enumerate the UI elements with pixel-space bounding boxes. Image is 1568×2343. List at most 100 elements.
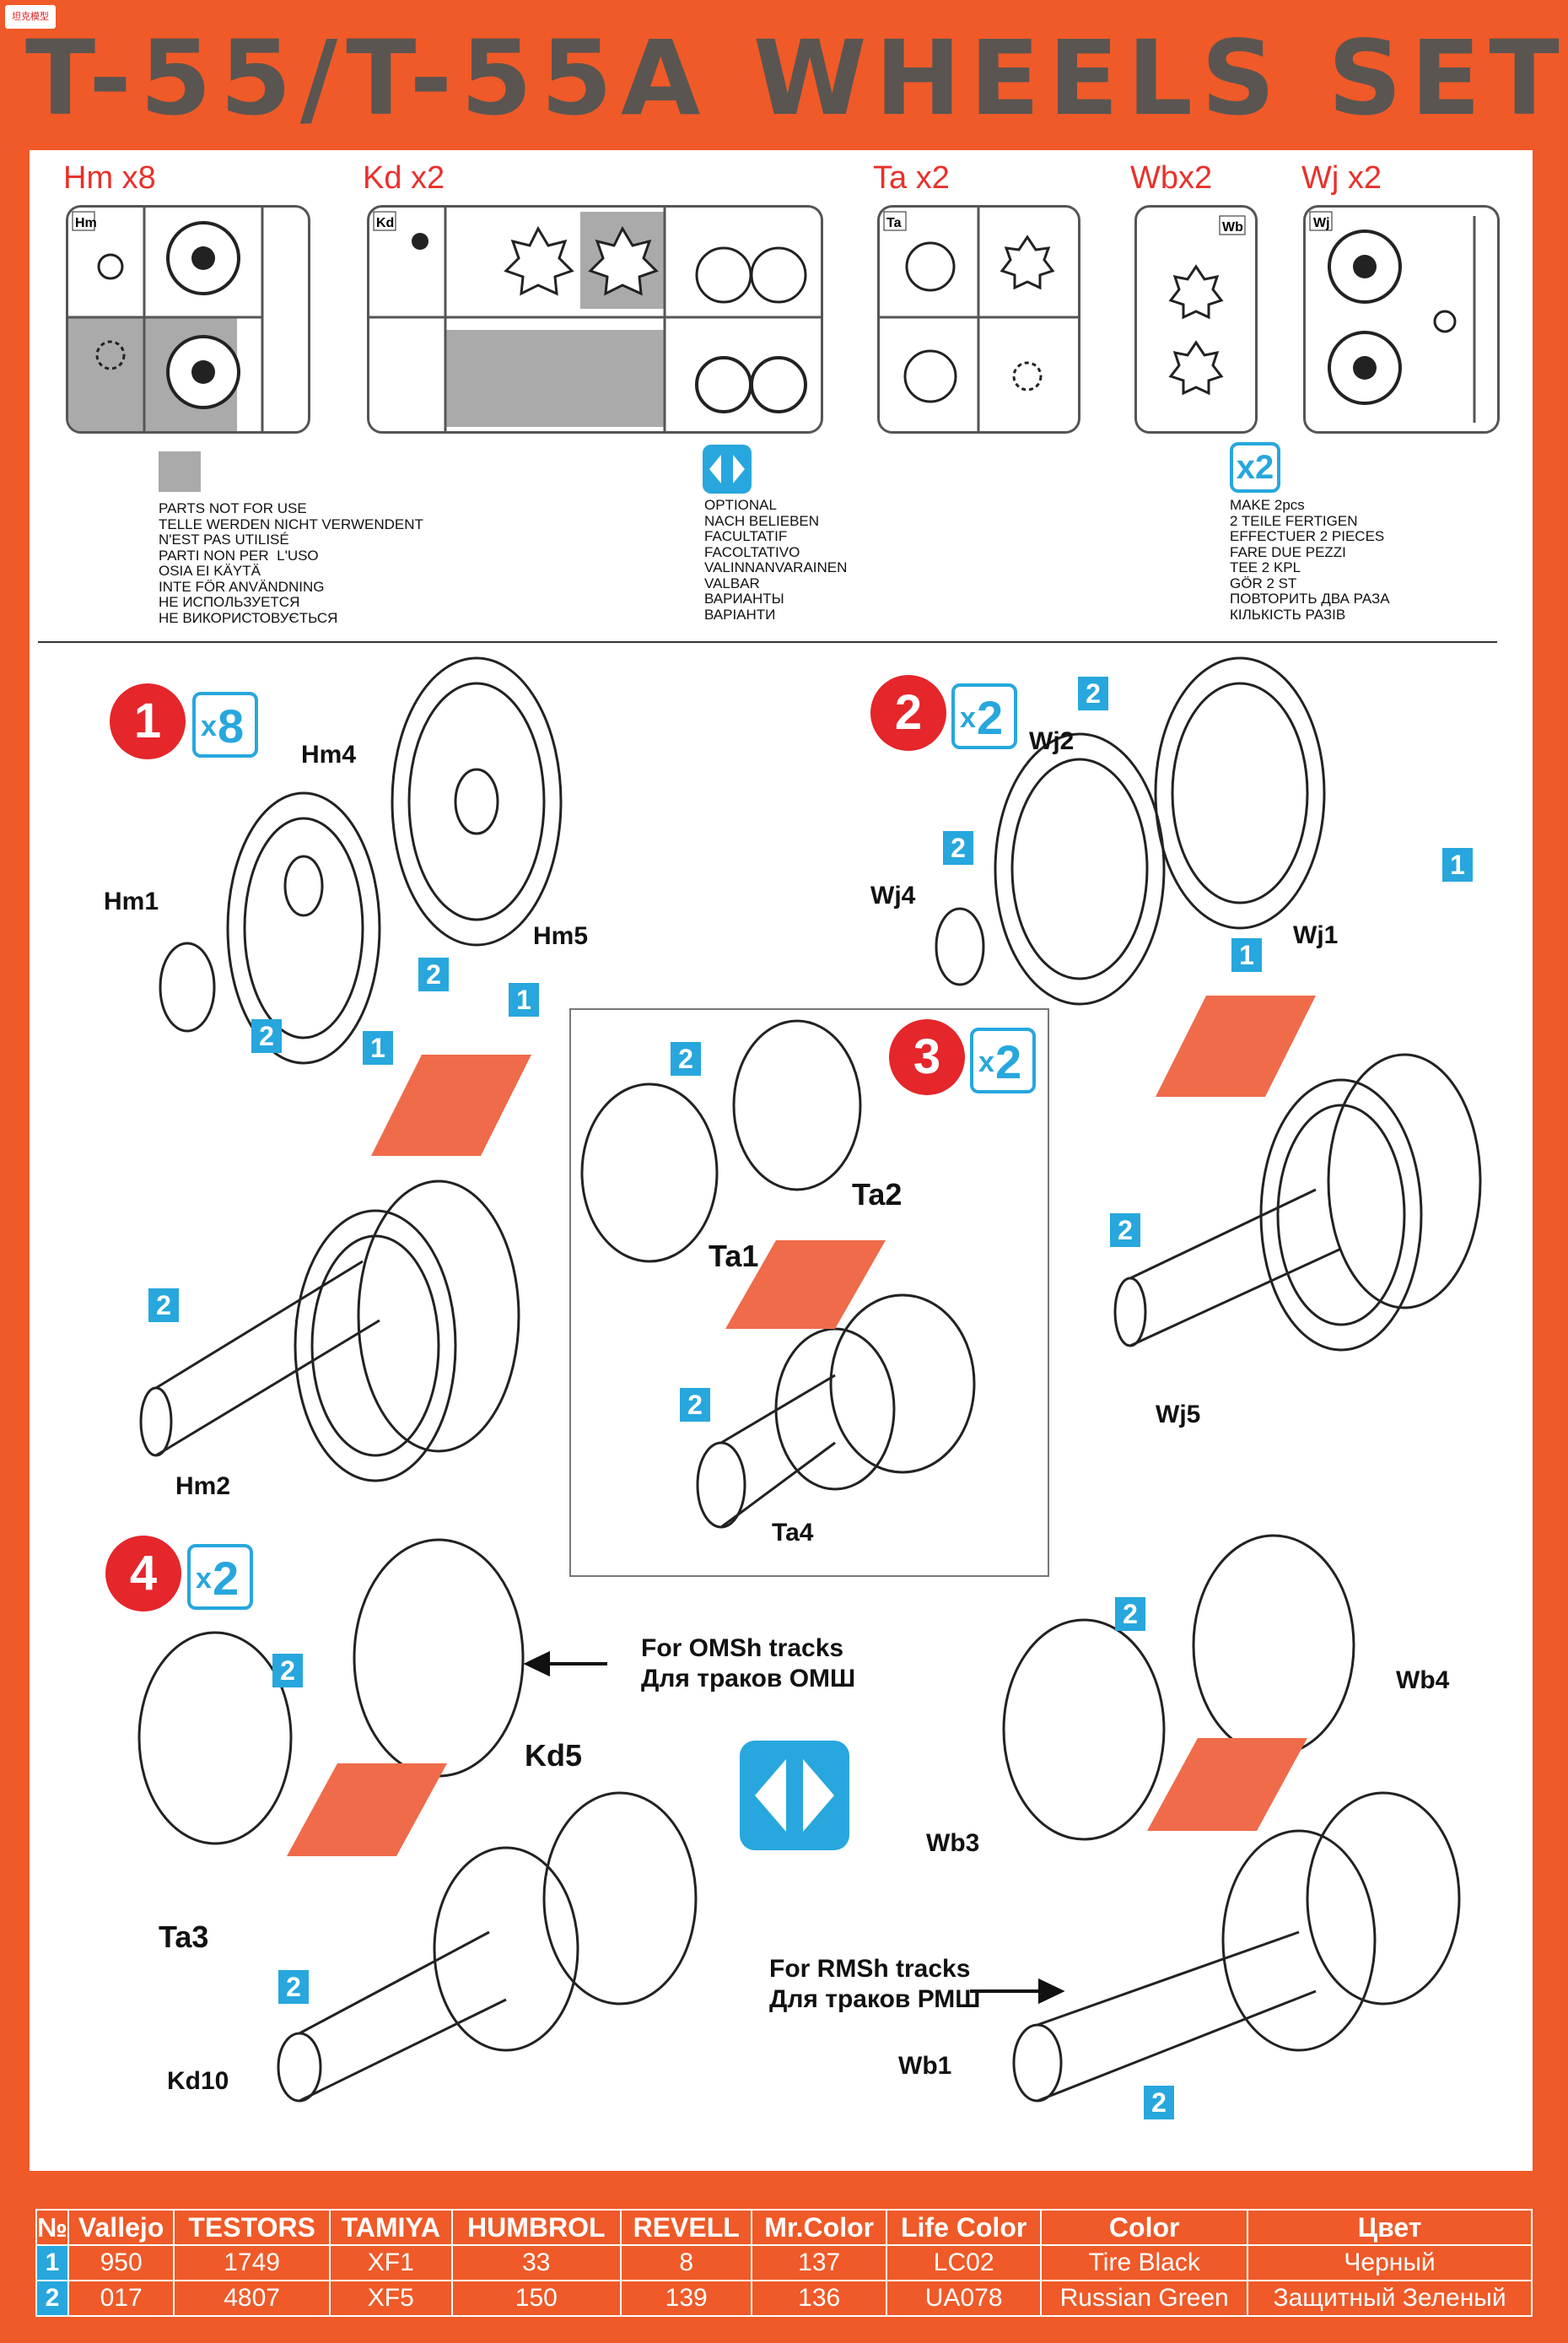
note-omsh-tracks: For OMSh tracks Для траков ОМШ [641,1634,856,1692]
step-3-number: 3 [889,1019,965,1095]
step-4-number: 4 [105,1536,181,1611]
row-1-testors: 1749 [173,2244,331,2281]
header-testors: TESTORS [173,2209,331,2246]
sprue-label-ta: Ta x2 [873,160,950,196]
callout-color-2: 2 [148,1288,179,1322]
note-rmsh-tracks: For RMSh tracks Для траков РМШ [769,1955,981,2013]
optional-text: OPTIONAL NACH BELIEBEN FACULTATIF FACOLT… [704,497,848,623]
row-2-no: 2 [35,2280,69,2317]
label-ta4: Ta4 [772,1519,814,1547]
sprue-hm: Hm [66,205,310,434]
row-1-no: 1 [35,2244,69,2281]
callout-color-1: 1 [509,983,539,1017]
sprue-label-wb: Wbx2 [1130,160,1213,196]
row-2-revell: 139 [620,2280,753,2317]
label-wj5: Wj5 [1156,1401,1201,1428]
callout-color-2: 2 [1078,677,1108,710]
row-2-tamiya: XF5 [329,2280,453,2317]
track-pointer-arrows [523,1650,1065,2005]
make-two-text: MAKE 2pcs 2 TEILE FERTIGEN EFFECTUER 2 P… [1230,497,1390,623]
sprue-hm-drawing: Hm [68,208,264,431]
sprue-kd: Kd [367,205,823,434]
row-2-testors: 4807 [173,2280,331,2317]
step-4-sprockets [137,1534,1461,2103]
callout-color-2: 2 [418,958,449,991]
step-3-mult-n: 2 [995,1035,1022,1088]
section-divider [38,641,1497,643]
table-row: 1 950 1749 XF1 33 8 137 LC02 Tire Black … [35,2244,1533,2281]
row-1-revell: 8 [620,2244,753,2281]
step-2-mult-n: 2 [977,691,1004,744]
label-wj4: Wj4 [870,882,916,910]
assembly-drawings [137,656,1482,2103]
header-no: № [35,2209,69,2246]
label-wb3: Wb3 [926,1829,980,1857]
callout-color-2: 2 [1110,1213,1140,1247]
not-for-use-text: PARTS NOT FOR USE TELLE WERDEN NICHT VER… [159,500,423,626]
row-1-lifecolor: LC02 [885,2244,1043,2281]
step-1-number: 1 [110,683,186,759]
row-2-lifecolor: UA078 [885,2280,1043,2317]
sprue-label-hm: Hm x8 [63,160,156,196]
label-hm5: Hm5 [533,922,589,950]
sprue-label-kd: Kd x2 [363,160,445,196]
sprue-ta-drawing: Ta [880,208,1078,431]
callout-color-1: 1 [1442,848,1473,882]
header-lifecolor: Life Color [885,2209,1043,2246]
step-2-wheels [935,656,1482,1352]
step-1-wheels [139,656,563,1482]
header-humbrol: HUMBROL [450,2209,622,2246]
callout-color-2: 2 [278,1970,309,2004]
sprue-wj-drawing: Wj [1309,211,1476,423]
step-3-frame [569,1008,1049,1577]
row-1-humbrol: 33 [450,2244,622,2281]
site-logo: 坦克模型 [5,5,56,29]
step-4-mult-n: 2 [213,1552,240,1605]
label-ta2: Ta2 [852,1177,903,1212]
label-ta3: Ta3 [159,1919,209,1954]
callout-color-2: 2 [251,1019,282,1053]
sprue-wb: Wb [1134,205,1258,434]
label-ta1: Ta1 [709,1239,759,1273]
assembly-arrows [287,996,1316,1856]
row-2-vallejo: 017 [67,2280,175,2317]
header-revell: REVELL [620,2209,753,2246]
header-vallejo: Vallejo [67,2209,175,2246]
table-row: 2 017 4807 XF5 150 139 136 UA078 Russian… [35,2280,1533,2317]
label-wb4: Wb4 [1396,1666,1450,1694]
paint-color-table: № Vallejo TESTORS TAMIYA HUMBROL REVELL … [35,2209,1533,2317]
callout-color-2: 2 [1144,2086,1174,2119]
optional-variant-icon [740,1741,849,1850]
callout-color-2: 2 [272,1654,303,1687]
row-2-color: Russian Green [1040,2280,1249,2317]
callout-color-2: 2 [1115,1597,1145,1631]
callout-color-2: 2 [943,831,973,865]
header-tamiya: TAMIYA [329,2209,453,2246]
header-mrcolor: Mr.Color [751,2209,887,2246]
callout-color-1: 1 [1231,938,1262,972]
label-wj1: Wj1 [1293,921,1339,949]
row-2-humbrol: 150 [450,2280,622,2317]
header-cvet: Цвет [1247,2209,1533,2246]
label-hm2: Hm2 [175,1472,231,1500]
sprue-wb-drawing: Wb [1168,215,1246,396]
callout-color-1: 1 [363,1031,393,1065]
page-title: T-55/T-55A WHEELS SET [25,19,1568,138]
label-wb1: Wb1 [898,2052,952,2080]
sprue-label-wj: Wj x2 [1301,160,1382,196]
step-1-mult-x: x [201,710,217,742]
step-3-sprockets [580,1019,976,1529]
label-kd5: Kd5 [525,1738,583,1773]
sprue-ta: Ta [877,205,1080,434]
not-for-use-swatch [159,451,201,492]
step-3-mult-x: x [978,1046,994,1078]
step-2-number: 2 [870,675,946,751]
paint-table-header: № Vallejo TESTORS TAMIYA HUMBROL REVELL … [35,2209,1533,2246]
label-hm4: Hm4 [301,741,357,769]
callout-color-2: 2 [680,1388,710,1422]
sprue-ta-tag: Ta [886,216,902,230]
